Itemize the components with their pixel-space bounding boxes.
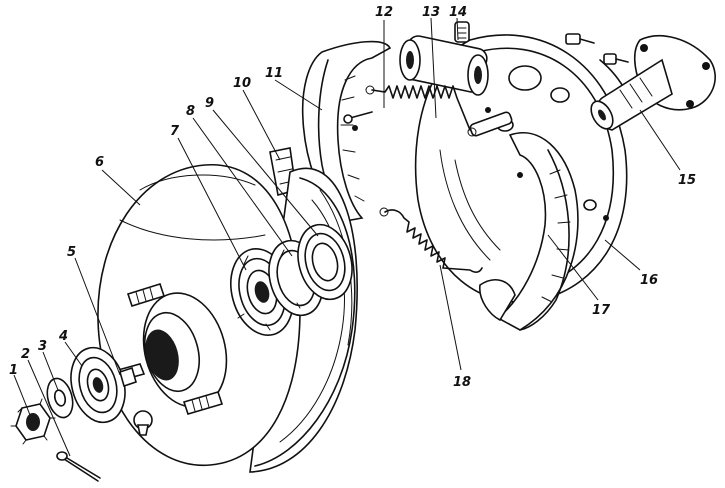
callout-18: 18 (453, 375, 471, 390)
thrust-washer (46, 377, 74, 419)
callout-8: 8 (186, 104, 195, 119)
callout-17: 17 (592, 303, 611, 318)
callout-16: 16 (640, 273, 658, 288)
callout-4: 4 (58, 329, 68, 344)
steering-knuckle (590, 34, 716, 131)
mounting-bolts (565, 33, 629, 65)
leader-lines (13, 17, 681, 457)
brake-drum (97, 164, 358, 473)
callout-3: 3 (38, 339, 47, 354)
callout-10: 10 (233, 76, 251, 91)
grease-seal (297, 223, 353, 301)
callout-13: 13 (422, 5, 440, 20)
callout-12: 12 (375, 5, 393, 20)
wheel-cylinder (399, 21, 489, 96)
lower-return-spring (379, 207, 483, 273)
callout-labels: 1 2 3 4 5 6 7 8 9 10 11 12 13 14 15 16 1… (9, 5, 696, 390)
callout-5: 5 (67, 245, 76, 260)
callout-14: 14 (449, 5, 467, 20)
callout-6: 6 (95, 155, 104, 170)
callout-1: 1 (9, 363, 18, 378)
brake-shoe-right (469, 111, 579, 331)
cotter-pin (56, 451, 101, 482)
callout-2: 2 (21, 347, 30, 362)
callout-7: 7 (170, 124, 180, 139)
callout-15: 15 (678, 173, 696, 188)
callout-11: 11 (265, 66, 283, 81)
upper-return-spring (365, 85, 477, 137)
castle-nut (10, 398, 56, 445)
callout-9: 9 (205, 96, 214, 111)
shoe-hold-pin (343, 111, 373, 124)
outer-bearing (70, 346, 137, 424)
